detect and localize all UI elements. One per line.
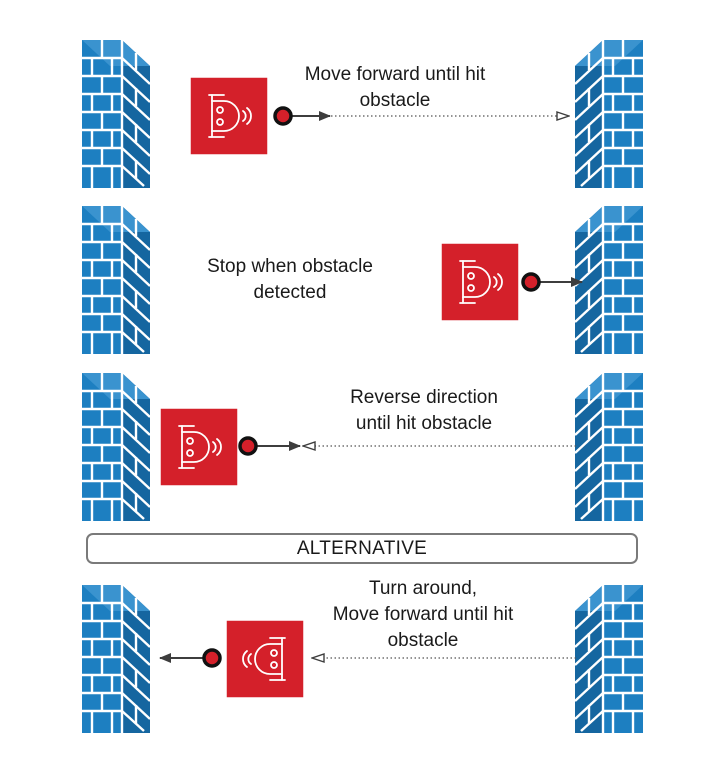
right-brick-wall-icon [573,371,645,523]
right-brick-wall-icon [573,204,645,356]
alternative-separator: ALTERNATIVE [86,533,638,564]
scene-3-caption: Reverse direction until hit obstacle [350,387,498,434]
left-brick-wall-icon [80,371,152,523]
robot-icon [159,407,239,487]
right-brick-wall-icon [573,38,645,190]
robot-icon-turned [225,619,305,699]
robot-icon [440,242,520,322]
sensor-dot-icon [521,272,541,292]
right-brick-wall-icon [573,583,645,735]
robot-icon [189,76,269,156]
sensor-dot-icon [273,106,293,126]
left-brick-wall-icon [80,583,152,735]
sensor-dot-icon [238,436,258,456]
sensor-dot-icon [202,648,222,668]
scene-2-caption: Stop when obstacle detected [207,256,373,303]
scene-1-caption: Move forward until hit obstacle [304,64,486,111]
left-brick-wall-icon [80,204,152,356]
left-brick-wall-icon [80,38,152,190]
scene-4-caption: Turn around, Move forward until hit obst… [332,578,514,651]
